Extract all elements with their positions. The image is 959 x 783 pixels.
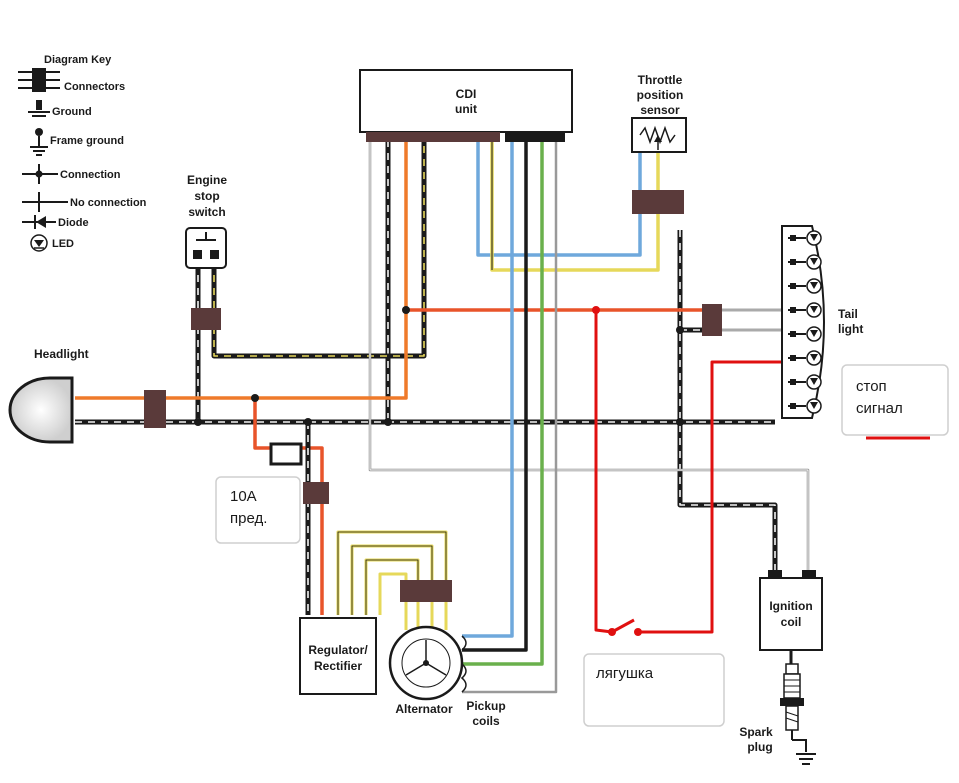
key-label-connection: Connection <box>60 169 121 181</box>
key-label-led: LED <box>52 238 74 250</box>
stop-switch-label-1: Engine <box>187 173 227 187</box>
connector-key-icon <box>18 68 60 92</box>
alternator: Alternator <box>388 580 464 716</box>
tps-label-1: Throttle <box>638 73 683 87</box>
fuse <box>269 442 303 466</box>
tail-light-label-2: light <box>838 322 863 336</box>
orange-headlight-wire <box>75 140 408 400</box>
headlight-label: Headlight <box>34 347 89 361</box>
ground-icon <box>796 753 816 765</box>
pickup-coil-icon <box>460 635 467 693</box>
white-cdi-coil-wire <box>368 140 810 575</box>
wires <box>75 140 930 694</box>
alternator-connector <box>400 580 452 602</box>
green-pickup-wire <box>462 140 544 666</box>
stop-switch-label-3: switch <box>188 205 225 219</box>
tail-light-led-icon <box>788 326 822 342</box>
resistor-icon <box>639 125 676 145</box>
note-frog-switch: лягушка <box>583 653 725 727</box>
key-label-ground: Ground <box>52 106 92 118</box>
tail-light-led-icon <box>788 302 822 318</box>
blue-tps-wire <box>476 140 642 257</box>
pickup-coils: Pickup coils <box>460 635 506 728</box>
junction-dots <box>194 306 684 636</box>
stop-switch-label-2: stop <box>194 189 219 203</box>
tps-connector <box>632 190 684 214</box>
key-label-frame-ground: Frame ground <box>50 135 124 147</box>
tail-light-led-icon <box>788 254 822 270</box>
note-brake-line-1: стоп <box>856 378 887 395</box>
tps-label-2: position <box>637 88 684 102</box>
regulator-connector <box>303 482 329 504</box>
tail-light-label-1: Tail <box>838 307 858 321</box>
tps-label-3: sensor <box>640 103 680 117</box>
key-title: Diagram Key <box>44 54 112 66</box>
headlight: Headlight <box>8 347 166 444</box>
alternator-label: Alternator <box>395 702 453 716</box>
stop-switch-connector <box>191 308 221 330</box>
tail-light-led-icon <box>788 230 822 246</box>
frame-ground-key-icon <box>30 128 48 156</box>
taillight-connector <box>702 304 722 336</box>
spark-plug-label-2: plug <box>747 740 772 754</box>
throttle-position-sensor: Throttle position sensor <box>631 73 687 214</box>
note-fuse: 10A пред. <box>215 476 301 544</box>
note-brake-light: стоп сигнал <box>841 364 949 436</box>
key-label-diode: Diode <box>58 217 89 229</box>
regulator-label-2: Rectifier <box>314 659 362 673</box>
black-pickup-wire <box>462 140 528 652</box>
alternator-yellow-wires <box>336 530 448 615</box>
stator-coil-icon <box>405 640 447 676</box>
no-connection-key-icon <box>22 192 68 212</box>
key-label-connectors: Connectors <box>64 81 125 93</box>
tail-light-led-icon <box>788 374 822 390</box>
spark-plug: Spark plug <box>739 663 816 765</box>
note-fuse-line-2: пред. <box>230 510 267 527</box>
ignition-coil: Ignition coil <box>759 570 823 666</box>
stop-switch-wire-2 <box>211 140 427 359</box>
switch-blade <box>611 618 635 634</box>
pickup-label-1: Pickup <box>466 699 505 713</box>
red-regulator-wire <box>253 398 275 450</box>
regulator-label-1: Regulator/ <box>308 643 368 657</box>
cdi-unit: CDI unit <box>359 69 573 142</box>
ignition-coil-label-1: Ignition <box>769 599 812 613</box>
ignition-coil-label-2: coil <box>781 615 802 629</box>
added-brake-wire-2 <box>636 360 782 634</box>
tail-light-led-icon <box>788 398 822 414</box>
added-brake-wire <box>594 310 613 634</box>
ground-key-icon <box>28 100 50 117</box>
note-brake-line-2: сигнал <box>856 400 903 417</box>
tail-light-led-icon <box>788 350 822 366</box>
engine-stop-switch: Engine stop switch <box>185 173 227 330</box>
key-label-no-connection: No connection <box>70 197 147 209</box>
tail-light-led-icon <box>788 278 822 294</box>
regulator-rectifier: Regulator/ Rectifier <box>299 617 377 695</box>
headlight-connector <box>144 390 166 428</box>
led-key-icon <box>30 234 48 252</box>
connection-key-icon <box>22 164 58 184</box>
blue-pickup-wire <box>462 140 514 638</box>
diode-key-icon <box>22 215 56 229</box>
coil-ground-wire <box>677 230 778 575</box>
cdi-label-1: CDI <box>456 87 477 101</box>
note-fuse-line-1: 10A <box>230 488 257 505</box>
diagram-key: Diagram Key Connectors Ground Frame grou… <box>18 54 147 252</box>
white-pickup-wire <box>462 140 558 694</box>
tail-light: Tail light <box>702 225 863 419</box>
cdi-label-2: unit <box>455 102 477 116</box>
pickup-label-2: coils <box>472 714 500 728</box>
note-frog-text: лягушка <box>596 665 654 682</box>
spark-plug-label-1: Spark <box>739 725 773 739</box>
